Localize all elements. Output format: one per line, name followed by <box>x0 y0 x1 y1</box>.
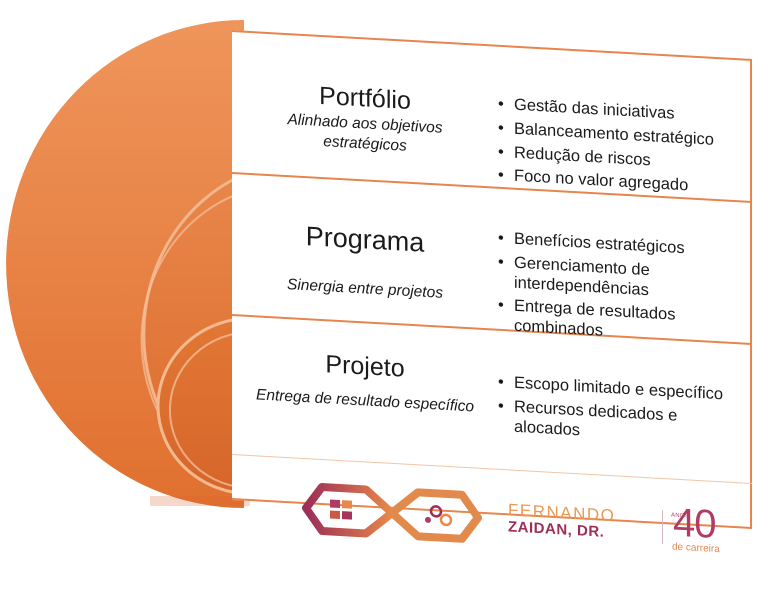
logo-separator <box>662 509 663 545</box>
tier-bullets: Escopo limitado e específico Recursos de… <box>498 373 738 454</box>
years-number: 40 <box>673 500 716 547</box>
bullet-text: Redução de riscos <box>514 143 651 169</box>
arc-base-shadow <box>150 496 250 506</box>
bullet-text: Recursos dedicados e alocados <box>514 397 678 439</box>
years-word: ANOS <box>671 512 690 520</box>
tier-subtitle: Entrega de resultado específico <box>256 386 474 416</box>
inner-arc-highlight <box>168 331 253 489</box>
tier-title: Projeto <box>325 350 405 383</box>
brand-logo: FERNANDO ZAIDAN, DR. 40 ANOS de carreira <box>296 478 736 565</box>
infinity-logo-icon <box>302 483 482 543</box>
bullet-text: Benefícios estratégicos <box>514 229 685 258</box>
bullet-item: Recursos dedicados e alocados <box>498 397 738 450</box>
tier-title: Programa <box>305 221 425 258</box>
years-caption: de carreira <box>672 541 720 556</box>
tier-panel: Portfólio Alinhado aos objetivos estraté… <box>232 30 752 555</box>
brand-subname: ZAIDAN, DR. <box>508 518 605 541</box>
tier-subtitle: Sinergia entre projetos <box>287 276 443 302</box>
bullet-text: Gestão das iniciativas <box>514 95 675 123</box>
bullet-text: Gerenciamento de interdependências <box>514 253 650 299</box>
tier-projeto: Projeto Entrega de resultado específico … <box>232 314 752 483</box>
tier-portfolio: Portfólio Alinhado aos objetivos estraté… <box>232 30 752 201</box>
tier-programa: Programa Sinergia entre projetos Benefíc… <box>232 172 752 343</box>
tier-bullets: Gestão das iniciativas Balanceamento est… <box>498 95 738 204</box>
